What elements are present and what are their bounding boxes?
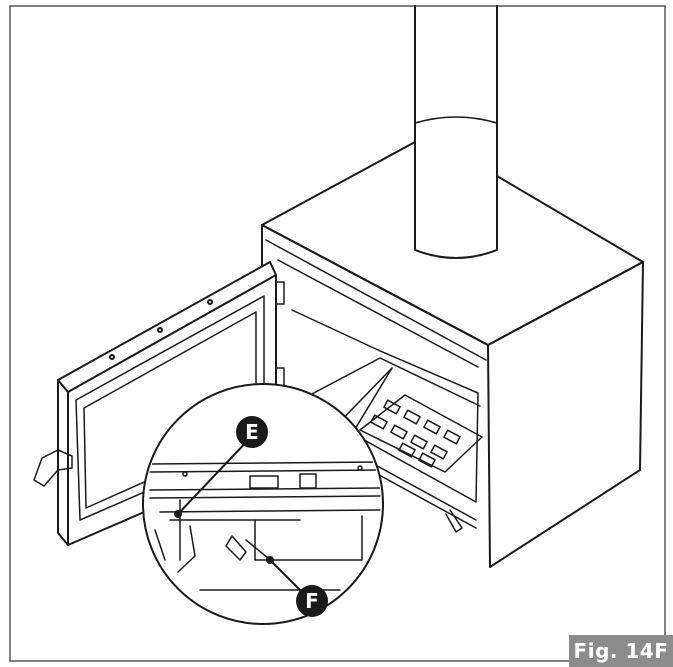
figure-label: Fig. 14F — [569, 635, 673, 667]
svg-text:F: F — [305, 589, 319, 613]
figure-frame — [9, 5, 666, 662]
svg-text:E: E — [245, 420, 259, 444]
stove-body — [261, 141, 644, 568]
detail-magnifier — [142, 383, 384, 625]
door-handle — [33, 449, 73, 487]
flue-pipe — [414, 5, 498, 259]
callout-f: F — [296, 585, 328, 617]
grate — [359, 394, 483, 473]
callout-e: E — [236, 416, 268, 448]
